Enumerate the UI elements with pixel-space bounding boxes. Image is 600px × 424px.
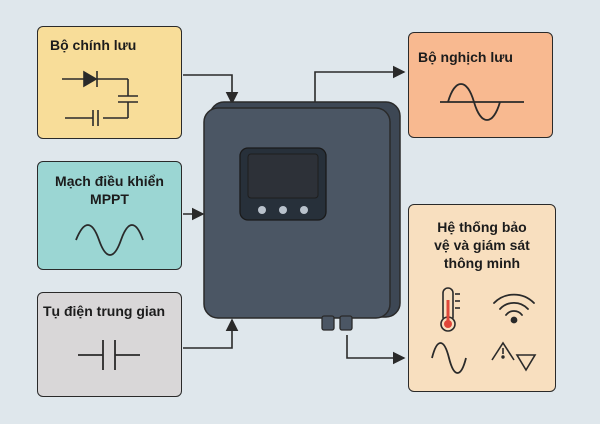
- protection-title: Hệ thống bảo vệ và giám sát thông minh: [408, 218, 556, 272]
- connector-arrows: [183, 65, 406, 365]
- device-connector-2: [339, 315, 353, 331]
- device-connector-1: [321, 315, 335, 331]
- protection-title-line1: Hệ thống bảo: [437, 219, 527, 235]
- inverter-title: Bộ nghịch lưu: [418, 49, 513, 65]
- dc-link-capacitor-box: [37, 292, 182, 397]
- device-button-2: [279, 206, 287, 214]
- protection-title-line3: thông minh: [443, 255, 521, 271]
- mppt-title-line1: Mạch điều khiển: [55, 173, 164, 189]
- inverter-device: [203, 101, 401, 331]
- dc-link-title: Tụ điện trung gian: [43, 303, 166, 319]
- device-button-3: [300, 206, 308, 214]
- device-button-1: [258, 206, 266, 214]
- device-screen: [247, 153, 319, 199]
- mppt-title-line2: MPPT: [90, 191, 129, 207]
- protection-title-line2: vệ và giám sát: [434, 237, 530, 253]
- rectifier-title: Bộ chính lưu: [50, 37, 137, 53]
- device-screen-bezel: [239, 147, 327, 221]
- mppt-title: Mạch điều khiển MPPT: [37, 172, 182, 208]
- rectifier-box: [37, 26, 182, 139]
